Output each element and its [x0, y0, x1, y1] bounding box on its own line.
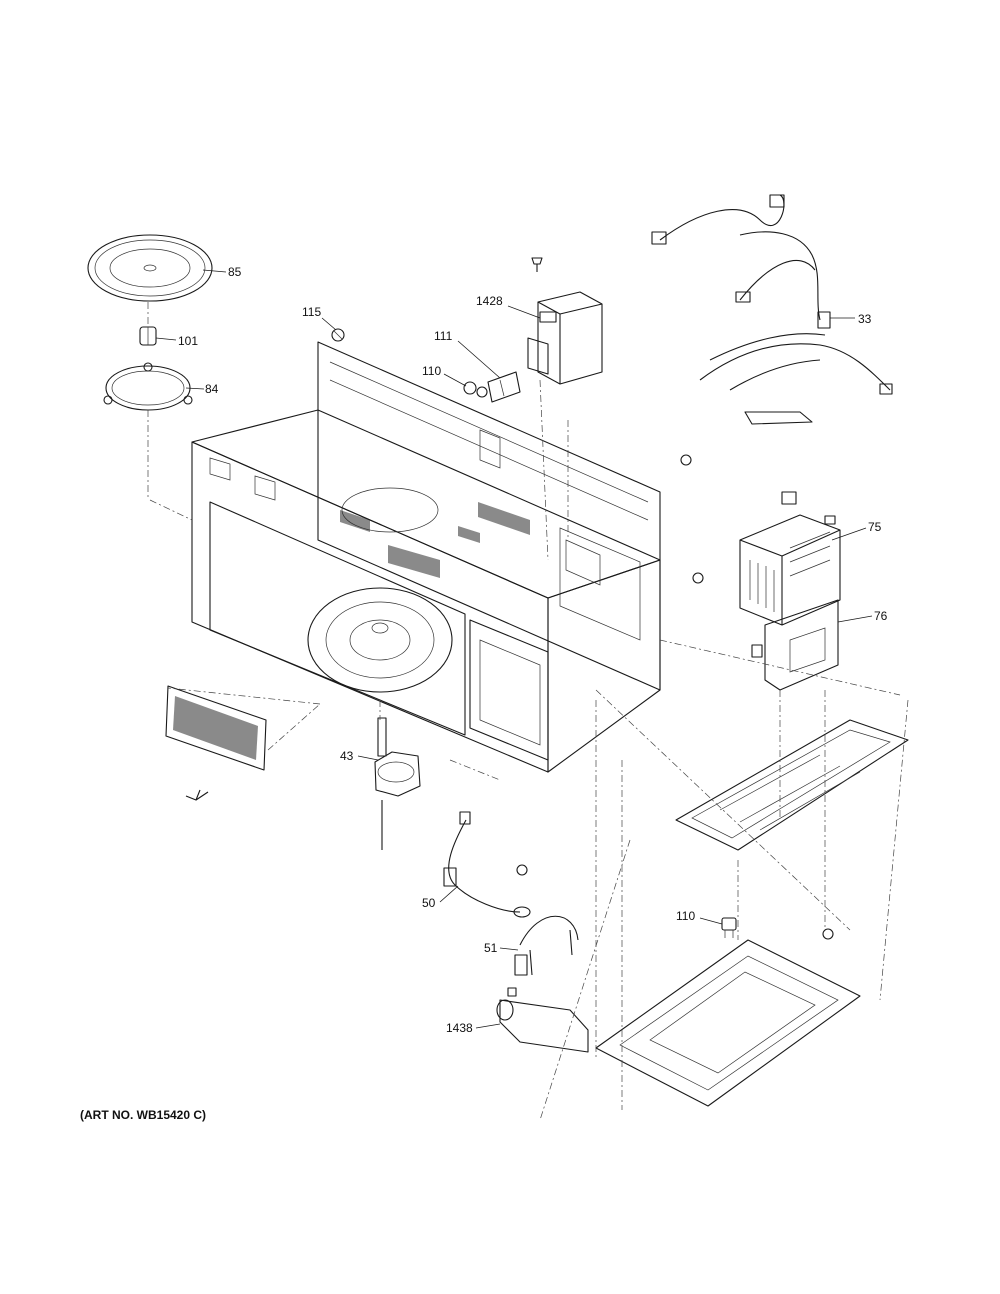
cavity-assembly: [191, 341, 661, 773]
callout-51: 51: [484, 941, 498, 955]
art-number: (ART NO. WB15420 C): [80, 1108, 207, 1122]
callout-115: 115: [302, 305, 321, 319]
callout-101: 101: [178, 334, 198, 348]
thermostat-110-bottom: [721, 917, 737, 938]
callout-1438: 1438: [446, 1021, 473, 1035]
leader-lines: [155, 269, 873, 1029]
screw-misc: [516, 454, 834, 940]
callout-85: 85: [228, 265, 242, 279]
base-tray: [675, 719, 909, 851]
bracket-plate: [751, 599, 839, 691]
callout-110-bottom: 110: [676, 909, 695, 923]
bracket-111: [487, 371, 521, 403]
transformer: [527, 291, 603, 561]
callout-numbers: 85 101 84 115 1428 111 110 33 75 76 43 5…: [178, 265, 888, 1035]
turntable-motor: [374, 717, 421, 850]
alignment-lines: [149, 420, 909, 1121]
screw-grille: [185, 789, 209, 801]
fuse-wire: [443, 811, 531, 918]
callout-111: 111: [434, 329, 453, 343]
bottom-panel: [595, 939, 861, 1107]
thermostat-110-top: [463, 381, 488, 398]
callout-1428: 1428: [476, 294, 503, 308]
screw-top: [531, 257, 543, 272]
callout-43: 43: [340, 749, 354, 763]
screw-115: [331, 328, 345, 342]
vent-grille: [165, 685, 267, 771]
turntable-tray: [87, 234, 213, 302]
wire-harness: [651, 194, 893, 425]
callout-50: 50: [422, 896, 436, 910]
capacitor-clamp: [514, 915, 579, 976]
inverter-board: [739, 491, 841, 626]
callout-75: 75: [868, 520, 882, 534]
callout-33: 33: [858, 312, 872, 326]
capacitor: [496, 987, 589, 1053]
callout-76: 76: [874, 609, 888, 623]
roller-ring: [103, 362, 193, 500]
turntable-coupler: [139, 302, 157, 346]
callout-84: 84: [205, 382, 219, 396]
callout-110-top: 110: [422, 364, 441, 378]
